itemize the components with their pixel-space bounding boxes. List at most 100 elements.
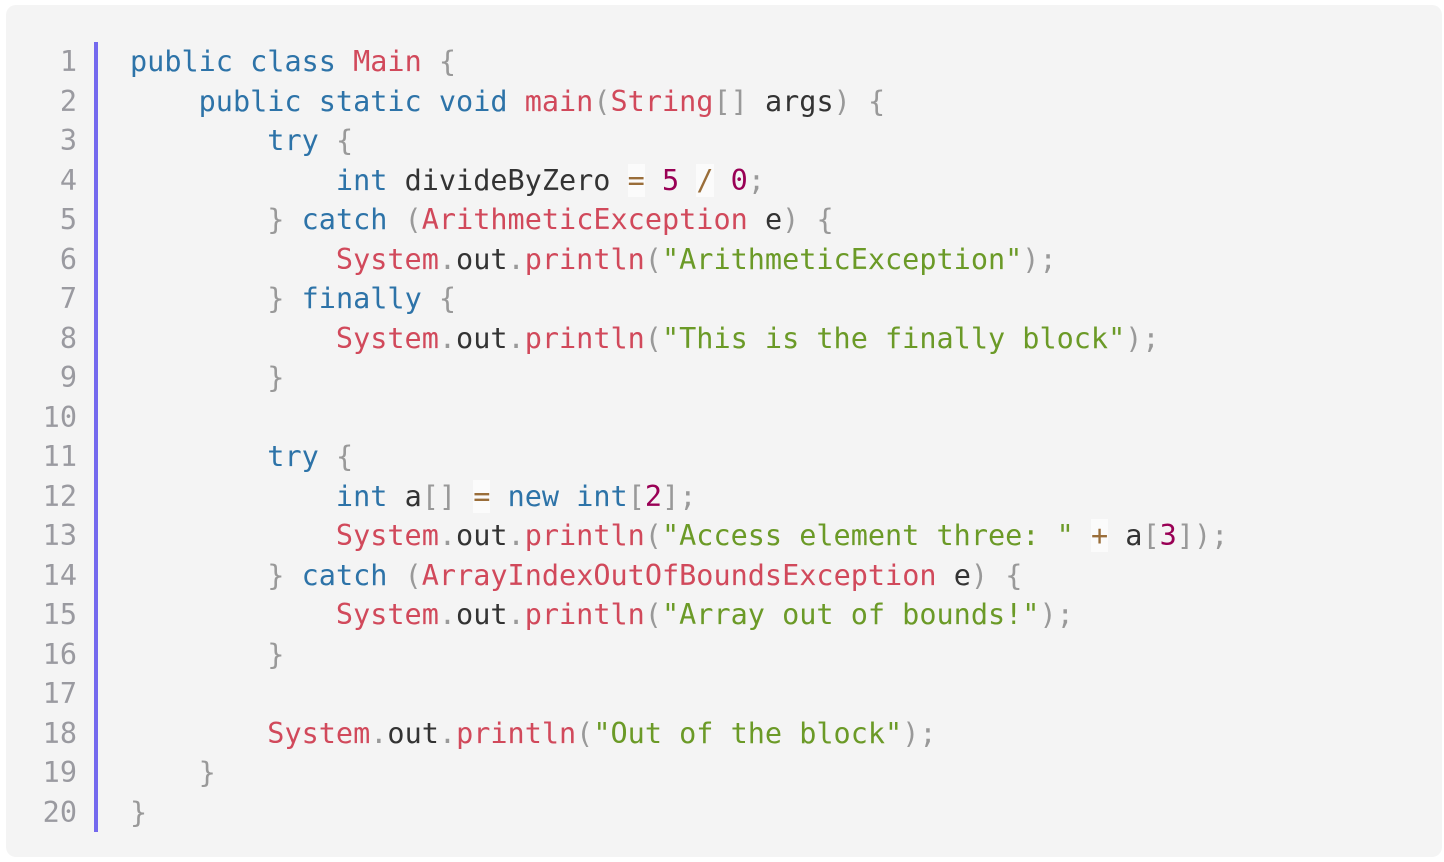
function-token: println (524, 242, 645, 276)
whitespace (387, 164, 404, 197)
keyword-token: catch (301, 203, 388, 236)
class-name-token: System (335, 598, 439, 631)
line-number: 8 (59, 321, 77, 355)
punctuation-token: } (198, 756, 216, 789)
punctuation-token: ); (902, 716, 937, 750)
identifier-token: divideByZero (404, 163, 611, 197)
whitespace (130, 559, 267, 592)
punctuation-token: } (267, 637, 285, 671)
whitespace (851, 85, 868, 118)
keyword-token: void (438, 84, 508, 118)
line-source: } (130, 635, 284, 675)
keyword-token: try (267, 124, 319, 157)
line-number: 14 (42, 558, 77, 592)
line-source: } (130, 793, 147, 833)
class-name-token: String (610, 84, 714, 118)
keyword-token: public (198, 84, 302, 118)
punctuation-token: ); (1125, 321, 1160, 355)
line-number: 10 (42, 400, 77, 434)
whitespace (130, 756, 199, 789)
line-number: 20 (42, 795, 77, 829)
string-token: "Array out of bounds!" (661, 598, 1040, 631)
punctuation-token: . (438, 321, 457, 355)
whitespace (284, 203, 301, 236)
keyword-token: int (335, 479, 388, 513)
punctuation-token: ( (404, 558, 422, 592)
line-source: System.out.println("Out of the block"); (130, 714, 937, 754)
operator-token: + (1090, 519, 1109, 552)
number-token: 2 (644, 479, 663, 513)
whitespace (284, 559, 301, 592)
whitespace (610, 164, 627, 197)
punctuation-token: ); (1039, 598, 1074, 631)
whitespace (508, 85, 525, 118)
punctuation-token: . (438, 598, 457, 631)
whitespace (130, 203, 267, 236)
whitespace (387, 480, 404, 513)
keyword-token: try (267, 440, 319, 473)
line-number: 15 (42, 598, 77, 631)
line-source: try { (130, 437, 353, 477)
keyword-token: int (335, 163, 388, 197)
whitespace (456, 480, 473, 513)
line-source: int a[] = new int[2]; (130, 477, 696, 517)
identifier-token: out (456, 321, 508, 355)
identifier-token: e (953, 558, 971, 592)
punctuation-token: ( (644, 598, 662, 631)
punctuation-token: { (1005, 558, 1023, 592)
line-number: 1 (59, 45, 77, 78)
whitespace (130, 361, 267, 394)
class-name-token: System (335, 519, 439, 552)
number-token: 3 (1159, 519, 1177, 552)
punctuation-token: ; (747, 163, 766, 197)
whitespace (387, 559, 404, 592)
line-source: try { (130, 121, 353, 161)
whitespace (130, 717, 267, 750)
identifier-token: out (387, 716, 439, 750)
line-number: 11 (42, 440, 77, 473)
line-source: } finally { (130, 279, 456, 319)
punctuation-token: . (507, 321, 525, 355)
function-token: println (524, 321, 645, 355)
whitespace (319, 124, 336, 157)
line-number: 3 (59, 124, 77, 157)
function-token: println (456, 716, 577, 750)
punctuation-token: ) (970, 558, 989, 592)
identifier-token: a (1125, 519, 1143, 552)
whitespace (748, 85, 765, 118)
punctuation-token: { (816, 203, 834, 236)
keyword-token: new (507, 479, 560, 513)
line-number: 4 (59, 163, 77, 197)
line-number: 19 (42, 756, 77, 789)
keyword-token: static (318, 84, 422, 118)
whitespace (714, 164, 731, 197)
line-number: 6 (59, 242, 77, 276)
line-number: 16 (42, 637, 77, 671)
punctuation-token: } (130, 795, 148, 829)
punctuation-token: [] (713, 84, 748, 118)
punctuation-token: . (507, 519, 525, 552)
whitespace (645, 164, 662, 197)
punctuation-token: [ (627, 479, 645, 513)
punctuation-token: } (267, 282, 285, 315)
line-number: 12 (42, 479, 77, 513)
whitespace (1108, 519, 1125, 552)
whitespace (130, 440, 267, 473)
punctuation-token: . (438, 242, 457, 276)
class-name-token: ArithmeticException (421, 203, 748, 236)
whitespace (130, 480, 336, 513)
function-token: main (524, 84, 594, 118)
identifier-token: a (404, 479, 422, 513)
class-name-token: Main (353, 45, 422, 78)
whitespace (130, 638, 267, 671)
class-name-token: System (267, 716, 371, 750)
line-source: public static void main(String[] args) { (130, 82, 885, 122)
whitespace (319, 440, 336, 473)
whitespace (302, 85, 319, 118)
string-token: "Access element three: " (661, 519, 1074, 552)
whitespace (559, 480, 576, 513)
string-token: "Out of the block" (593, 716, 903, 750)
line-number: 9 (59, 361, 77, 394)
punctuation-token: ( (644, 321, 662, 355)
punctuation-token: . (507, 242, 525, 276)
